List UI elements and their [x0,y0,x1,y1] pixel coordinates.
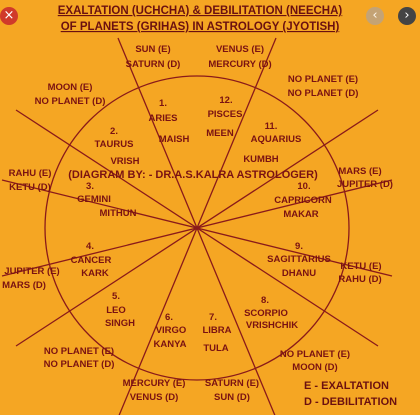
next-image-button[interactable]: › [398,7,416,25]
cancer-exalted: JUPITER (E) [4,266,59,277]
sign-4-number: 4. [86,241,94,252]
sign-12-english: PISCES [208,109,243,120]
gemini-exalted: RAHU (E) [9,168,52,179]
sign-6-sanskrit: KANYA [154,339,187,350]
chevron-left-icon: ‹ [372,8,378,23]
diagram-credit: (DIAGRAM BY: - DR.A.S.KALRA ASTROLOGER) [68,169,318,181]
sign-12-sanskrit: MEEN [206,128,234,139]
pisces-debilitated: MERCURY (D) [208,59,271,70]
sign-6-number: 6. [165,312,173,323]
sign-9-english: SAGITTARIUS [267,254,331,265]
sign-9-sanskrit: DHANU [282,268,316,279]
sign-1-sanskrit: MAISH [159,134,190,145]
sign-11-number: 11. [265,121,278,132]
scorpio-debilitated: MOON (D) [292,362,337,373]
sign-4-english: CANCER [71,255,112,266]
aries-debilitated: SATURN (D) [126,59,181,70]
sign-10-english: CAPRICORN [274,195,332,206]
sign-5-sanskrit: SINGH [105,318,135,329]
title-line-2: OF PLANETS (GRIHAS) IN ASTROLOGY (JYOTIS… [61,21,340,33]
sign-7-sanskrit: TULA [203,343,228,354]
aries-exalted: SUN (E) [135,44,170,55]
sign-12-number: 12. [219,95,232,106]
previous-image-button[interactable]: ‹ [366,7,384,25]
sign-8-number: 8. [261,295,269,306]
sagittarius-exalted: KETU (E) [340,261,381,272]
cancer-debilitated: MARS (D) [2,280,46,291]
sign-9-number: 9. [295,241,303,252]
aquarius-exalted: NO PLANET (E) [288,74,358,85]
planet-labels: SUN (E) SATURN (D) MOON (E) NO PLANET (D… [2,44,393,403]
leo-debilitated: NO PLANET (D) [44,359,115,370]
sagittarius-debilitated: RAHU (D) [338,274,381,285]
sign-1-number: 1. [159,98,167,109]
sign-3-sanskrit: MITHUN [100,208,137,219]
close-button[interactable]: × [0,7,18,25]
taurus-debilitated: NO PLANET (D) [35,96,106,107]
zodiac-circle [44,75,350,381]
capricorn-exalted: MARS (E) [338,166,381,177]
close-icon: × [3,8,15,23]
sign-5-english: LEO [106,305,126,316]
sign-11-sanskrit: KUMBH [243,154,278,165]
sign-4-sanskrit: KARK [81,268,109,279]
libra-debilitated: SUN (D) [214,392,250,403]
libra-exalted: SATURN (E) [205,378,259,389]
zodiac-wheel [1,37,393,415]
sign-10-number: 10. [297,181,310,192]
virgo-exalted: MERCURY (E) [123,378,186,389]
sign-1-english: ARIES [148,113,177,124]
virgo-debilitated: VENUS (D) [130,392,179,403]
spoke-6 [1,179,393,277]
leo-exalted: NO PLANET (E) [44,346,114,357]
sign-10-sanskrit: MAKAR [283,209,318,220]
sign-3-english: GEMINI [77,194,111,205]
taurus-exalted: MOON (E) [48,82,93,93]
capricorn-debilitated: JUPITER (D) [337,179,393,190]
legend-exaltation: E - EXALTATION [304,380,389,392]
chevron-right-icon: › [404,8,410,23]
sign-2-english: TAURUS [95,139,134,150]
sign-2-sanskrit: VRISH [110,156,139,167]
sign-8-english: SCORPIO [244,308,288,319]
gemini-debilitated: KETU (D) [9,182,51,193]
sign-7-english: LIBRA [202,325,231,336]
sign-3-number: 3. [86,181,94,192]
sign-labels: 1. ARIES MAISH 2. TAURUS VRISH 3. GEMINI… [71,95,332,354]
sign-7-number: 7. [209,312,217,323]
sign-5-number: 5. [112,291,120,302]
legend-debilitation: D - DEBILITATION [304,396,397,408]
title-line-1: EXALTATION (UCHCHA) & DEBILITATION (NEEC… [58,5,343,17]
sign-2-number: 2. [110,126,118,137]
sign-8-sanskrit: VRISHCHIK [246,320,298,331]
sign-6-english: VIRGO [156,325,187,336]
sign-11-english: AQUARIUS [251,134,302,145]
scorpio-exalted: NO PLANET (E) [280,349,350,360]
pisces-exalted: VENUS (E) [216,44,264,55]
aquarius-debilitated: NO PLANET (D) [288,88,359,99]
